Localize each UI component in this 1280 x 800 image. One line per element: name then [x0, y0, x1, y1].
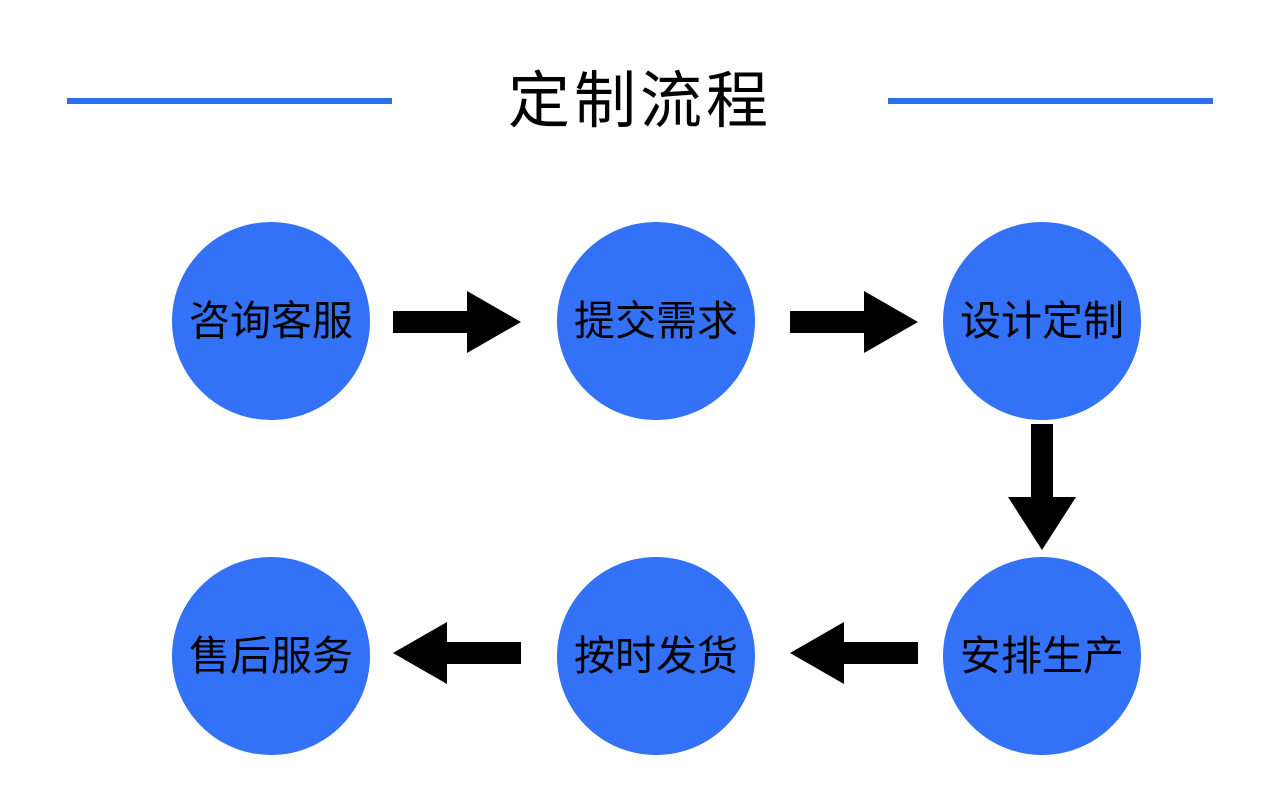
flow-node-label: 售后服务: [189, 631, 353, 680]
arrow-left-icon: [393, 622, 521, 684]
arrow-right-icon: [790, 291, 918, 353]
flow-node-on-time-shipping[interactable]: 按时发货: [557, 557, 755, 755]
arrow-left-icon: [790, 622, 918, 684]
title-rule-right-icon: [888, 98, 1213, 104]
flow-node-label: 咨询客服: [189, 296, 353, 345]
flow-node-label: 安排生产: [960, 631, 1124, 680]
flow-node-label: 提交需求: [574, 296, 738, 345]
flow-node-consult[interactable]: 咨询客服: [172, 222, 370, 420]
flow-node-arrange-production[interactable]: 安排生产: [943, 557, 1141, 755]
page-title: 定制流程: [507, 64, 772, 137]
title-band: 定制流程: [0, 55, 1280, 155]
title-rule-left-icon: [67, 98, 392, 104]
flow-node-after-sales[interactable]: 售后服务: [172, 557, 370, 755]
arrow-right-icon: [393, 291, 521, 353]
flow-node-submit-requirements[interactable]: 提交需求: [557, 222, 755, 420]
arrow-down-icon: [1008, 424, 1076, 550]
flow-node-label: 按时发货: [574, 631, 738, 680]
flow-node-design-customization[interactable]: 设计定制: [943, 222, 1141, 420]
flow-node-label: 设计定制: [960, 296, 1124, 345]
